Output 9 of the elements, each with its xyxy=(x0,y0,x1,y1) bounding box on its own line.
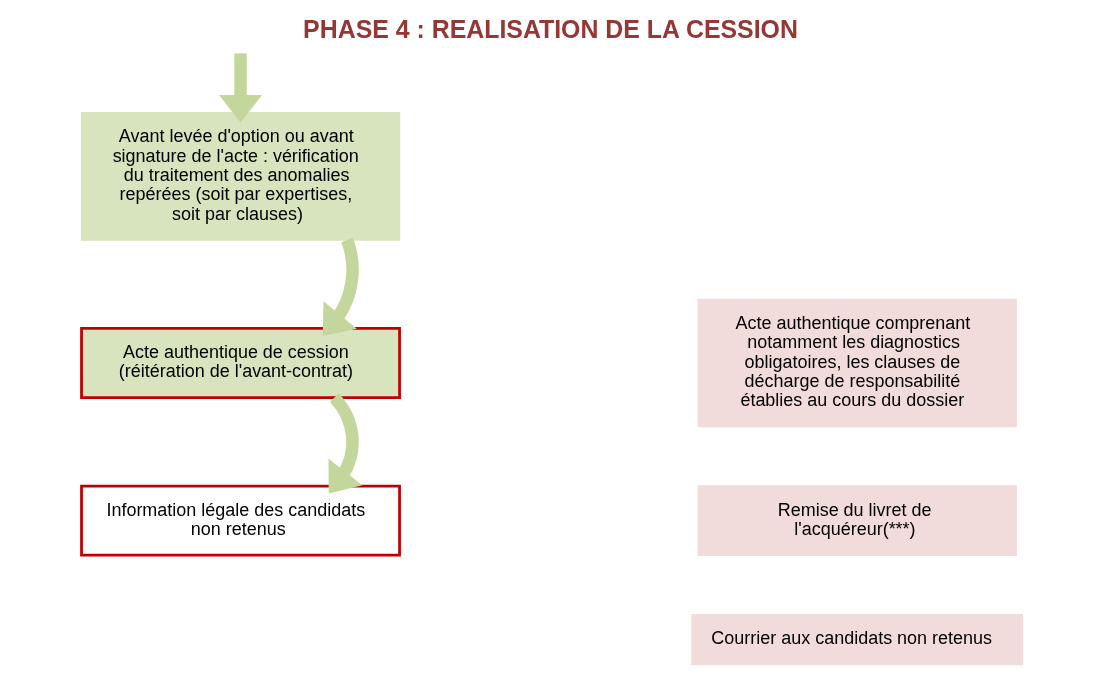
node-box: Courrier aux candidats non retenus xyxy=(690,613,1023,666)
node-box: Avant levée d'option ou avant signature de l'acte : vérification du traitement des anomalies repérées (soit par expertises, soit par clauses) xyxy=(80,112,400,241)
node-box: Remise du livret de l'acquéreur(***) xyxy=(697,485,1017,556)
arrow xyxy=(218,53,262,123)
node-box: Acte authentique de cession (réitération de l'avant-contrat) xyxy=(79,327,401,399)
node-box: Acte authentique comprenant notamment les diagnostics obligatoires, les clauses de décharge de responsabilité établies au cours du dossier xyxy=(697,298,1017,428)
arrow xyxy=(322,238,359,337)
diagram-title: PHASE 4 : REALISATION DE LA CESSION xyxy=(302,14,798,43)
node-box: Information légale des candidats non retenus xyxy=(79,484,401,557)
